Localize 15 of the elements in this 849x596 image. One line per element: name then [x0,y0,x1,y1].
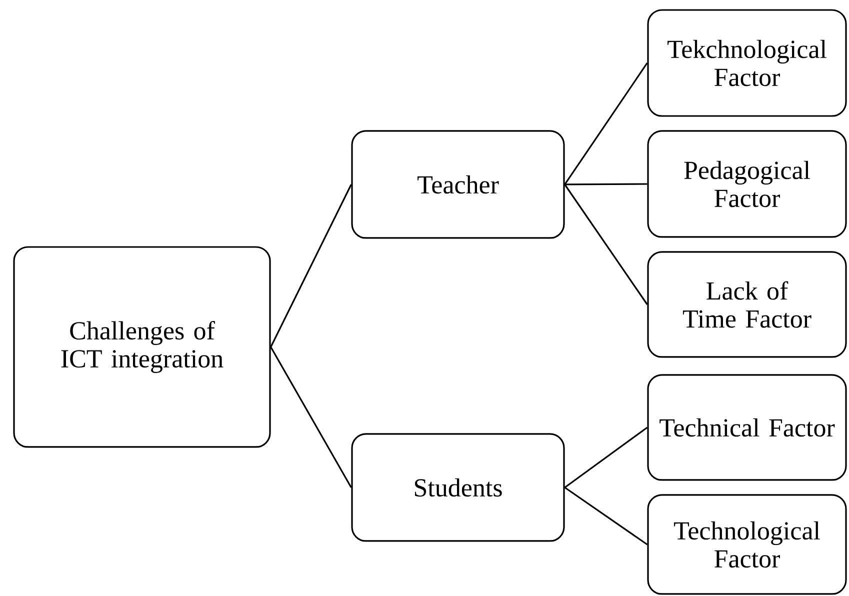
process-box: Lack of Time Factor [647,251,847,358]
connector-line [564,62,648,185]
connector-line [564,183,648,186]
connector-line [270,346,352,488]
process-box: Tekchnological Factor [647,9,847,117]
connector-line [564,426,648,488]
process-box: Teacher [351,130,565,239]
process-box: Technical Factor [647,374,847,481]
process-box: Students [351,433,565,542]
connector-line [564,184,648,305]
process-box: Pedagogical Factor [647,130,847,238]
connector-line [564,486,648,546]
process-box: Technological Factor [647,494,847,595]
process-box: Challenges of ICT integration [13,246,271,448]
connector-line [270,184,352,348]
